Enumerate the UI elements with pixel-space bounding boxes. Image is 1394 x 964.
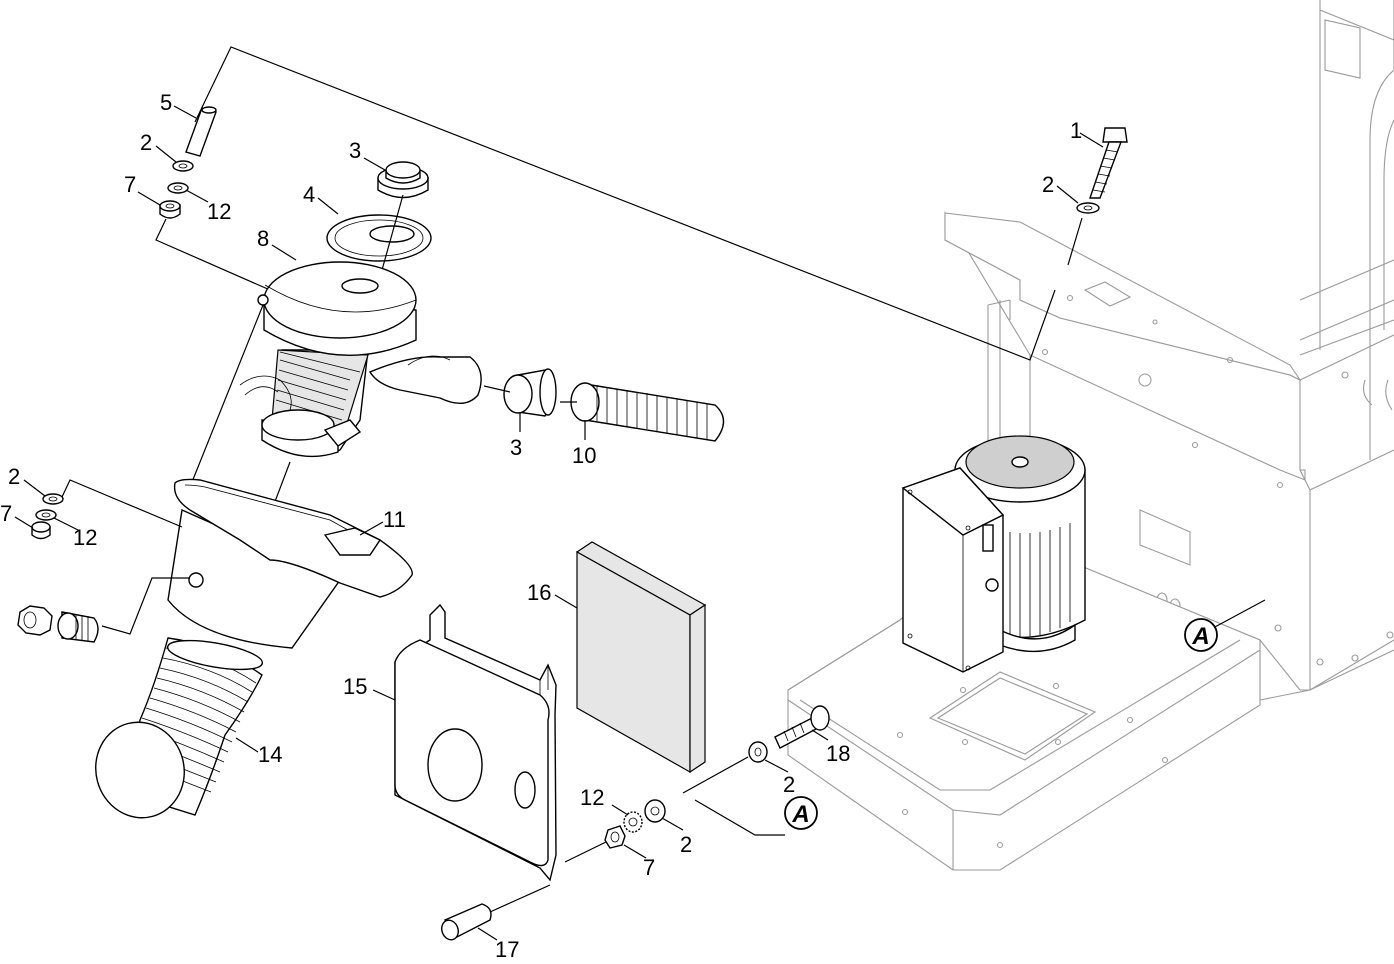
callout-2-top-left: 2 bbox=[140, 130, 152, 155]
callout-11: 11 bbox=[383, 507, 406, 532]
callout-12-bottom: 12 bbox=[580, 785, 604, 810]
lock-washer-12-bottom bbox=[623, 811, 643, 833]
knob-17 bbox=[441, 903, 492, 941]
hose-fittings bbox=[17, 605, 99, 643]
bushing-3-top bbox=[377, 161, 429, 199]
callout-2-bottom-a: 2 bbox=[783, 772, 795, 797]
gasket-4 bbox=[326, 214, 432, 262]
callout-2-left: 2 bbox=[8, 464, 20, 489]
callout-8: 8 bbox=[257, 226, 269, 251]
hose-10 bbox=[570, 382, 725, 442]
callout-17: 17 bbox=[495, 937, 519, 962]
assembly-line-top bbox=[194, 46, 1056, 361]
callout-2-top-right: 2 bbox=[1042, 172, 1054, 197]
reference-label-bottom: A bbox=[791, 801, 809, 828]
washer-2-top-left bbox=[172, 160, 194, 172]
vacuum-motor-8 bbox=[239, 261, 482, 458]
filter-16 bbox=[575, 541, 707, 774]
nut-7-top-left bbox=[159, 200, 181, 219]
callout-18: 18 bbox=[826, 741, 850, 766]
nut-7-left bbox=[31, 521, 51, 540]
washer-2-bottom-a bbox=[748, 741, 768, 763]
callout-3-mid: 3 bbox=[510, 435, 522, 460]
assembly-line-bolt-1 bbox=[1067, 217, 1083, 266]
callout-12-top-left: 12 bbox=[207, 199, 231, 224]
bolt-1 bbox=[1089, 127, 1128, 199]
washer-2-bottom-b bbox=[644, 799, 666, 823]
reference-marker-bottom: A bbox=[694, 796, 818, 836]
callout-3-top: 3 bbox=[349, 138, 361, 163]
washer-2-top-right bbox=[1076, 202, 1100, 214]
callout-7-bottom: 7 bbox=[643, 855, 655, 880]
callout-14: 14 bbox=[258, 742, 282, 767]
callout-7-top-left: 7 bbox=[124, 172, 136, 197]
machine-frame bbox=[787, 0, 1394, 871]
lock-washer-12-left bbox=[35, 509, 57, 521]
terminal-box bbox=[901, 467, 1005, 673]
callout-1: 1 bbox=[1070, 118, 1082, 143]
reference-marker-frame: A bbox=[1184, 599, 1266, 652]
callout-4: 4 bbox=[303, 182, 315, 207]
washer-2-left bbox=[42, 493, 64, 505]
lock-washer-12-top-left bbox=[167, 182, 189, 194]
bushing-3-mid bbox=[503, 368, 557, 417]
reference-label-frame: A bbox=[1191, 623, 1209, 650]
housing-11 bbox=[167, 478, 413, 649]
nut-7-bottom bbox=[604, 825, 626, 849]
screw-18 bbox=[774, 705, 830, 749]
elbow-hose-14 bbox=[95, 637, 264, 819]
filter-cover-15 bbox=[394, 603, 557, 882]
callout-7-left: 7 bbox=[0, 501, 12, 526]
callout-10: 10 bbox=[572, 443, 596, 468]
callout-2-bottom-b: 2 bbox=[680, 832, 692, 857]
spacer-5 bbox=[185, 106, 217, 157]
callout-16: 16 bbox=[527, 580, 551, 605]
callout-5: 5 bbox=[160, 90, 172, 115]
callout-15: 15 bbox=[343, 674, 367, 699]
